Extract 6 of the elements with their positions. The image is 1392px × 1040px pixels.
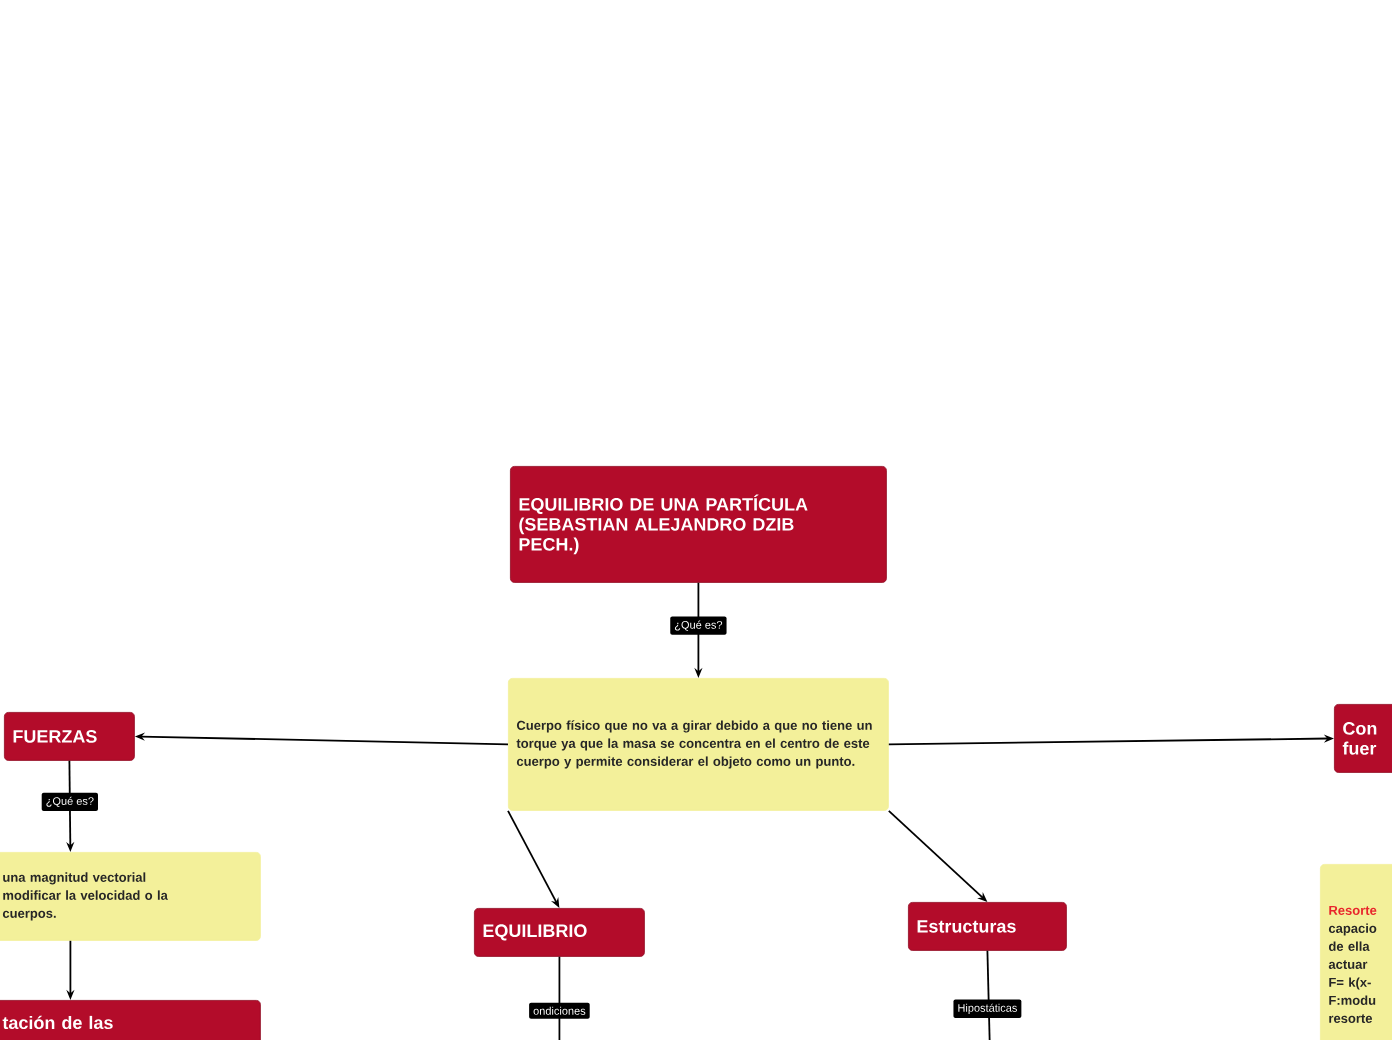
topic-box: Estructuras: [908, 902, 1067, 951]
topic-box: EQUILIBRIO DE UNA PARTÍCULA (SEBASTIAN ALEJANDRO DZIB PECH.): [510, 466, 887, 583]
topic-box: tación de las: [0, 1000, 261, 1040]
topic-box: FUERZAS: [4, 712, 135, 761]
topic-box: EQUILIBRIO: [474, 908, 645, 957]
topic-box: Con fuer: [1334, 704, 1392, 773]
